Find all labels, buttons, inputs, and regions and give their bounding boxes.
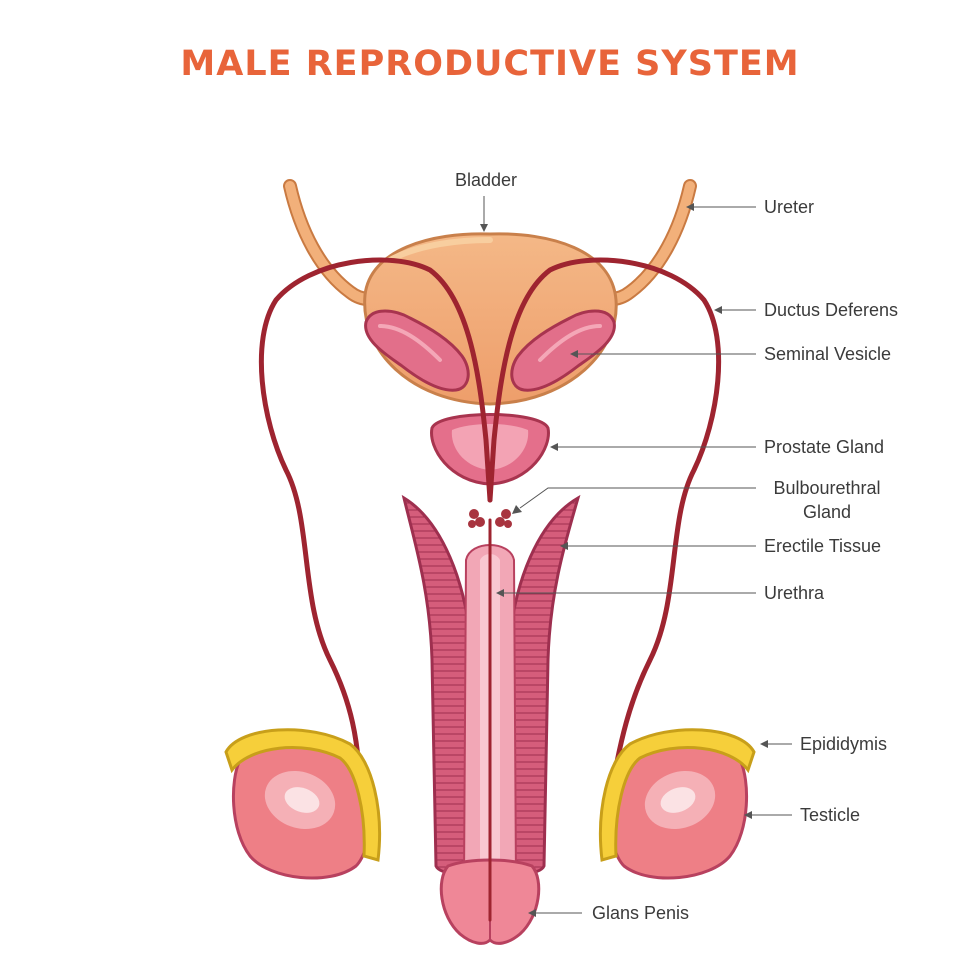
epididymis-left	[224, 728, 382, 862]
label-urethra: Urethra	[764, 583, 825, 603]
label-bulbourethral-line1: Bulbourethral	[773, 478, 881, 498]
seminal-vesicle	[364, 309, 616, 392]
page-title: MALE REPRODUCTIVE SYSTEM	[180, 44, 800, 84]
label-bulbourethral-line2: Gland	[802, 502, 852, 522]
label-glans-penis: Glans Penis	[592, 903, 690, 923]
label-prostate-gland: Prostate Gland	[764, 437, 885, 457]
label-testicle: Testicle	[800, 805, 861, 825]
label-seminal-vesicle: Seminal Vesicle	[764, 344, 892, 364]
label-bulbourethral-gland: Bulbourethral Gland	[762, 476, 892, 524]
testicle-right	[606, 736, 748, 880]
label-epididymis: Epididymis	[800, 734, 888, 754]
prostate-gland	[430, 413, 550, 486]
label-ductus-deferens: Ductus Deferens	[764, 300, 899, 320]
label-ureter: Ureter	[764, 197, 815, 217]
epididymis-right	[598, 728, 756, 862]
label-bladder: Bladder	[455, 170, 518, 190]
ductus-deferens	[258, 257, 722, 922]
leader-lines	[480, 196, 792, 917]
label-erectile-tissue: Erectile Tissue	[764, 536, 882, 556]
bulbourethral-gland	[468, 509, 512, 528]
